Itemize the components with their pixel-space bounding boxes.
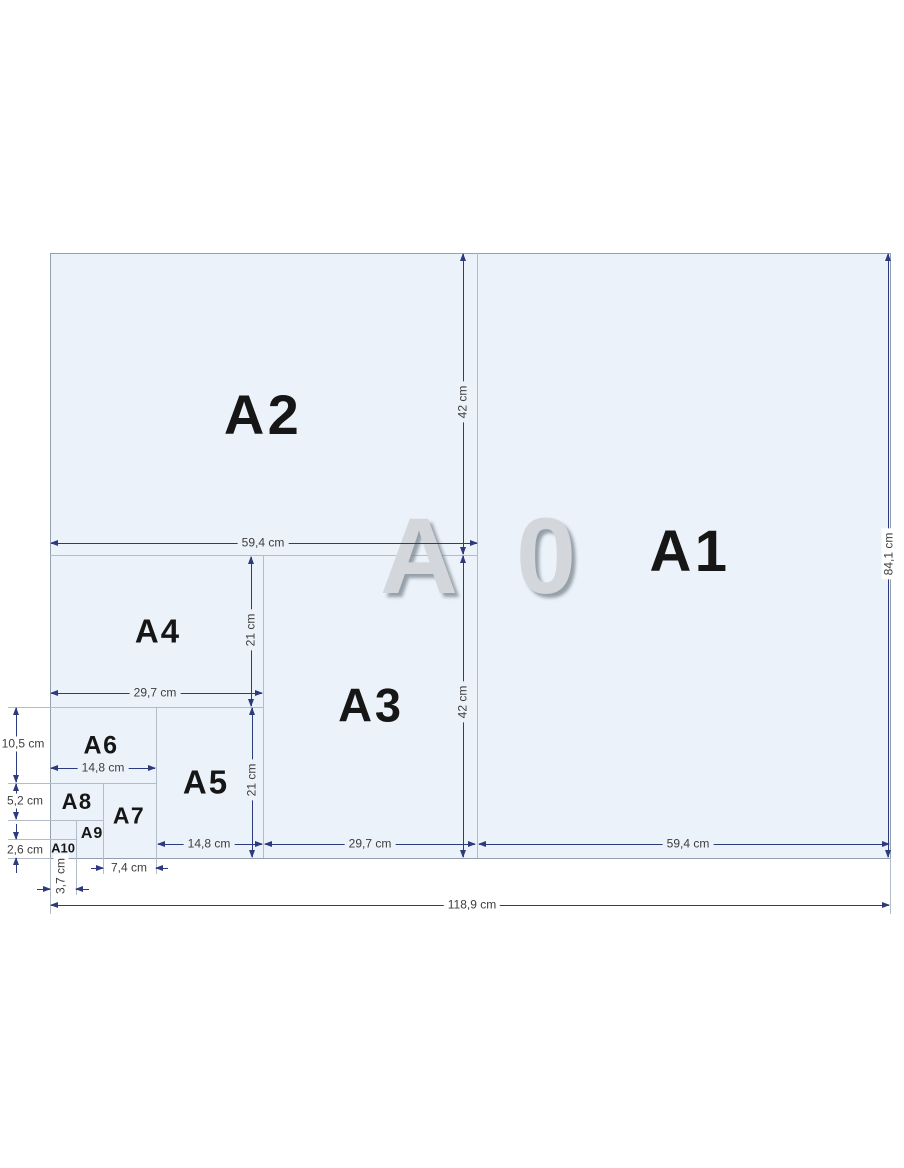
dim-a7-width-label: 7,4 cm (106, 860, 152, 876)
dim-a0-width-label: 118,9 cm (443, 897, 501, 913)
extension-left-a6-top (8, 707, 50, 708)
dim-a4-height-label: 21 cm (243, 609, 259, 651)
divider-a4-a3 (263, 555, 264, 858)
dim-a6-width-label: 14,8 cm (77, 760, 129, 776)
dim-a3-width-label: 29,7 cm (344, 836, 396, 852)
dim-a10-width-arrow-left (37, 886, 51, 892)
dim-a2-width-label: 59,4 cm (237, 535, 289, 551)
paper-label-a6: A6 (83, 731, 119, 760)
dim-a4-width-label: 29,7 cm (129, 685, 181, 701)
dim-a10-height-arrow-bottom (13, 857, 19, 873)
divider-a10-a9 (76, 820, 77, 858)
divider-a8-a7 (103, 783, 104, 858)
extension-left-a10-top (8, 839, 50, 840)
dim-a7-width-arrow-right (155, 865, 168, 871)
paper-label-a2: A2 (223, 383, 303, 446)
paper-label-a7: A7 (112, 802, 146, 829)
dim-a10-height-label: 2,6 cm (2, 842, 48, 858)
extension-left-a6-bottom (8, 783, 50, 784)
dim-a2-height-label: 42 cm (455, 381, 471, 423)
extension-bottom-a10-right (76, 858, 77, 895)
divider-a10-top (50, 839, 76, 840)
extension-left-a8-bottom (8, 820, 50, 821)
extension-left-sheet-bottom (8, 858, 50, 859)
dim-a8-height-label: 5,2 cm (2, 793, 48, 809)
paper-label-a8: A8 (61, 789, 93, 814)
dim-a6-height-label: 10,5 cm (0, 736, 49, 752)
watermark-a0: A 0 (379, 495, 593, 616)
paper-label-a4: A4 (134, 612, 182, 650)
dim-a5-width-label: 14,8 cm (183, 836, 235, 852)
sheet-a0 (50, 253, 891, 859)
extension-bottom-right-edge (890, 858, 891, 914)
dim-a0-height-label: 84,1 cm (881, 528, 897, 580)
divider-a2a3-a1 (477, 253, 478, 858)
paper-label-a5: A5 (182, 763, 230, 801)
paper-label-a1: A1 (649, 519, 731, 584)
dim-a5-height-label: 21 cm (244, 759, 260, 801)
paper-label-a9: A9 (80, 825, 104, 842)
paper-label-a10: A10 (51, 840, 75, 856)
dim-a1-width-label: 59,4 cm (662, 836, 714, 852)
dim-a3-height-label: 42 cm (455, 681, 471, 723)
dim-a10-height-arrow-top (13, 824, 19, 840)
dim-a10-width-label: 3,7 cm (53, 853, 69, 899)
paper-label-a3: A3 (338, 678, 404, 732)
dim-a7-width-arrow-left (91, 865, 104, 871)
divider-a6-a5 (156, 707, 157, 858)
dim-a10-width-arrow-right (75, 886, 89, 892)
